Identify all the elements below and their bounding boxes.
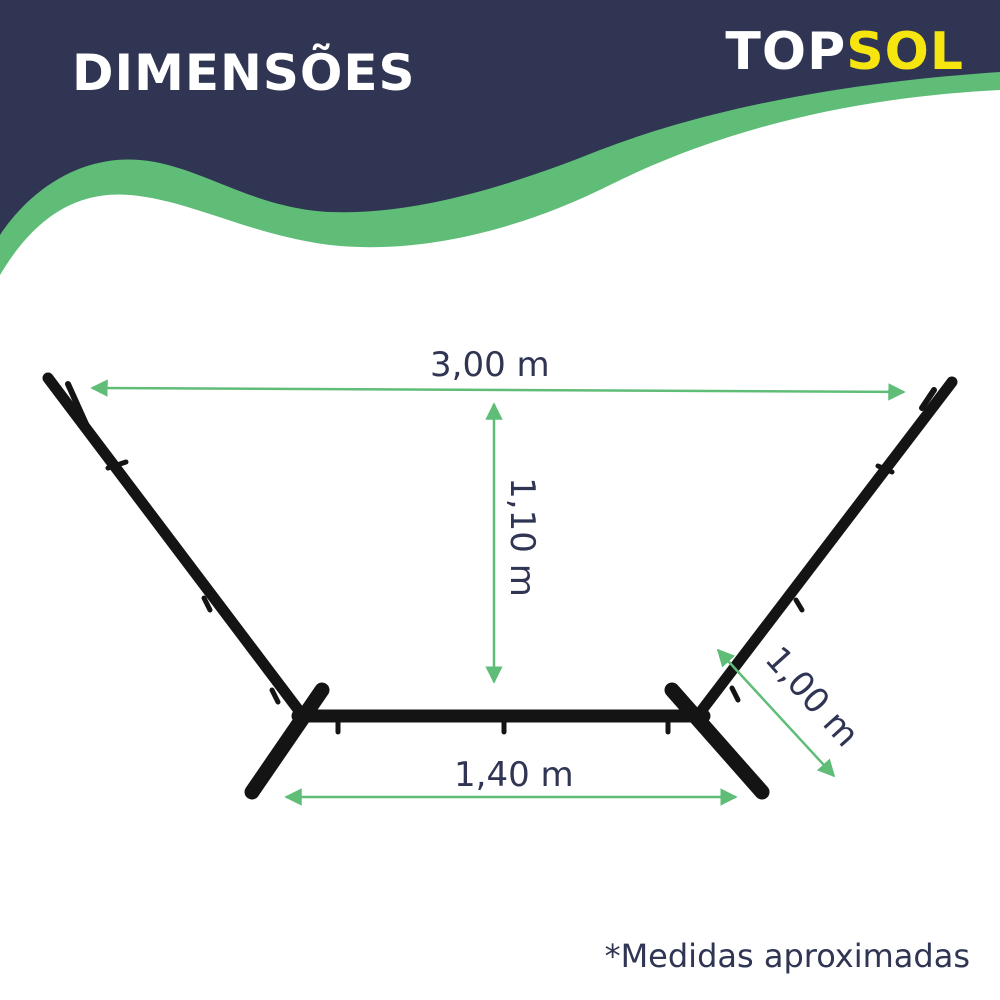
base-depth-arrow bbox=[716, 648, 836, 778]
footnote: *Medidas aproximadas bbox=[604, 937, 970, 975]
left-arm bbox=[42, 372, 306, 718]
left-foot bbox=[244, 682, 330, 800]
dimension-arrows bbox=[90, 379, 906, 806]
brand-logo: TOPSOL bbox=[725, 26, 964, 78]
header-navy-band bbox=[0, 0, 1000, 235]
width-dimension-label: 3,00 m bbox=[430, 345, 550, 385]
height-dimension-label: 1,10 m bbox=[501, 477, 542, 597]
width-arrow bbox=[90, 379, 906, 401]
left-arm-fork bbox=[65, 381, 89, 427]
right-arm bbox=[696, 376, 958, 716]
brand-logo-sol: SOL bbox=[846, 22, 964, 82]
base-length-dimension-label: 1,40 m bbox=[454, 755, 574, 795]
page-title: DIMENSÕES bbox=[72, 44, 416, 102]
brand-logo-top: TOP bbox=[725, 22, 847, 82]
right-foot bbox=[664, 682, 770, 800]
hammock-stand-frame bbox=[42, 372, 958, 800]
right-arm-fork bbox=[919, 387, 937, 411]
